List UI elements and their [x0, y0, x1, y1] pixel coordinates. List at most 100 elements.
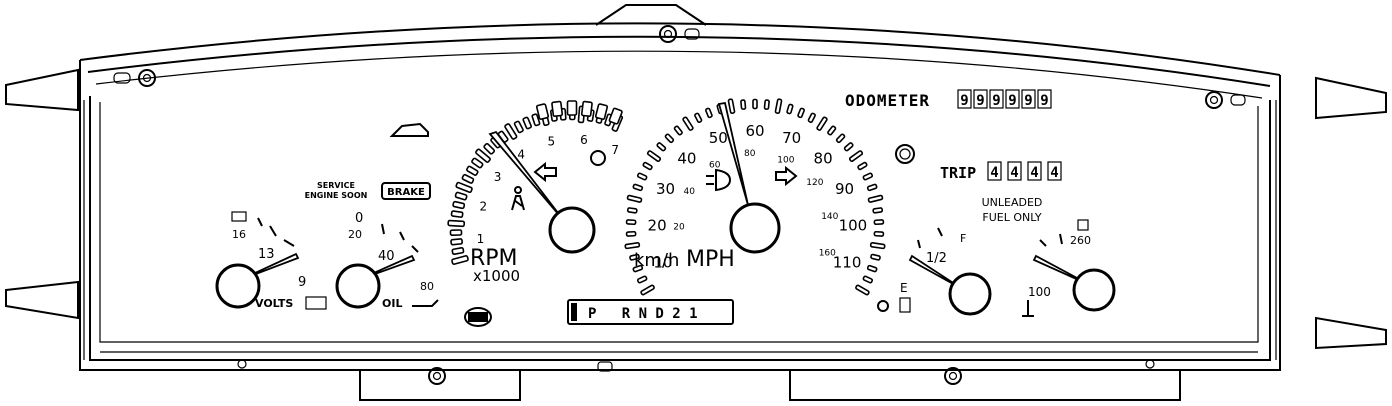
voltmeter: 9 16 13 VOLTS — [215, 211, 327, 310]
speedometer-mph-number: 50 — [709, 129, 728, 147]
speedometer-tick — [673, 125, 683, 136]
high-beam-icon — [706, 168, 732, 192]
mounting-screws — [113, 25, 1246, 385]
speedometer-mph-number: 30 — [656, 180, 675, 198]
tachometer-number: 1 — [477, 232, 485, 246]
tachometer-tick — [454, 191, 468, 201]
odometer-digit-box — [1037, 89, 1052, 109]
volts-label: VOLTS — [255, 297, 293, 310]
kmh-label: km/h — [634, 250, 679, 271]
speedometer-mph-number: 60 — [745, 122, 764, 140]
odometer-digit-box — [1005, 89, 1020, 109]
abs-lamp-icon — [464, 307, 492, 327]
odometer-digit-box — [1021, 89, 1036, 109]
tachometer-tick — [471, 157, 484, 169]
temp-high-number: 260 — [1070, 234, 1091, 247]
tachometer-number: 7 — [611, 143, 619, 157]
fuel-hub — [948, 272, 992, 316]
speedometer-kmh-number: 160 — [819, 249, 836, 259]
speedometer-tick — [786, 103, 794, 115]
speedometer-mph-number: 20 — [648, 217, 667, 235]
speedometer-tick — [807, 112, 816, 123]
speedometer-tick — [740, 99, 747, 110]
odometer-digit: 9 — [992, 93, 1000, 109]
tachometer-tick — [483, 142, 496, 155]
speedometer-tick — [752, 98, 758, 110]
speedometer-tick — [626, 207, 638, 214]
speedometer-tick — [862, 275, 874, 284]
rpm-multiplier: x1000 — [473, 267, 520, 285]
speedometer-tick — [624, 242, 641, 250]
tachometer-tick — [466, 165, 479, 177]
tachometer-redline-block — [594, 103, 609, 120]
speedometer-tick — [816, 116, 828, 131]
brake-text: BRAKE — [387, 187, 425, 198]
speedometer-tick — [862, 172, 874, 181]
speedometer-tick — [870, 253, 881, 261]
speedometer-mph-number: 90 — [835, 180, 854, 198]
speedometer-tick — [632, 264, 644, 273]
speedometer-tick — [867, 194, 884, 203]
temp-low-number: 100 — [1028, 285, 1051, 299]
voltmeter-hub — [215, 263, 261, 309]
mph-label: MPH — [686, 247, 735, 272]
speedometer-tick — [646, 150, 662, 163]
odometer-digit-box — [989, 89, 1004, 109]
tachometer-tick — [455, 181, 473, 194]
speedometer-mph-number: 40 — [677, 150, 696, 168]
tachometer-redline — [535, 100, 623, 125]
temp-icon-top — [1077, 219, 1089, 231]
tachometer-number: 2 — [479, 199, 487, 213]
battery-icon-top — [231, 211, 247, 222]
temp-hub — [1072, 268, 1116, 312]
speedometer-kmh-number: 100 — [777, 156, 794, 166]
odometer-digit: 9 — [1024, 93, 1032, 109]
fuel-gauge: F 1/2 E — [877, 227, 992, 316]
oil-mid-number: 40 — [378, 249, 395, 264]
trip-digit-box — [1047, 161, 1062, 181]
tachometer-redline-block — [608, 107, 623, 125]
fuel-pump-icon — [899, 297, 911, 313]
trip-digit-box — [1007, 161, 1022, 181]
speedometer-mph-number: 110 — [833, 254, 862, 272]
speedometer-tick — [727, 98, 736, 114]
speedometer-tick — [873, 230, 885, 237]
tachometer-tick — [461, 173, 475, 184]
speedometer-tick — [636, 172, 648, 181]
trip-reset-button[interactable] — [895, 144, 915, 164]
tachometer-number: 5 — [547, 134, 555, 148]
speedometer-tick — [873, 219, 885, 226]
tachometer-tick — [449, 229, 463, 236]
rpm-label: RPM — [470, 246, 518, 271]
speedometer-kmh-number: 120 — [806, 178, 823, 188]
speedometer-hub — [729, 202, 781, 254]
speedometer-mph-number: 80 — [814, 150, 833, 168]
speedometer-tick — [682, 116, 694, 131]
tachometer-redline-block — [566, 100, 578, 116]
speedometer-tick — [855, 284, 870, 296]
speedometer-tick — [626, 194, 643, 203]
odometer-digit: 9 — [1040, 93, 1048, 109]
gear-indicator: P R N D 2 1 — [567, 299, 734, 325]
oil-label: OIL — [382, 297, 402, 310]
speedometer-mph-number: 100 — [839, 217, 868, 235]
tachometer-tick — [475, 148, 491, 163]
odometer-digit: 9 — [1008, 93, 1016, 109]
speedometer-tick — [656, 142, 667, 152]
tachometer-redline-block — [551, 100, 564, 118]
tachometer-tick — [452, 200, 466, 210]
tachometer-needle — [488, 130, 566, 223]
volts-mid-number: 13 — [258, 247, 275, 262]
trip-digit-box — [1027, 161, 1042, 181]
trip-digit: 4 — [1010, 165, 1018, 181]
tachometer-redline-block — [580, 100, 593, 118]
fuel-half-label: 1/2 — [926, 251, 947, 266]
speedometer-tick — [694, 112, 703, 123]
trip-digit: 4 — [990, 165, 998, 181]
tachometer-tick — [504, 123, 518, 140]
service-engine-lamp: SERVICE ENGINE SOON — [305, 181, 368, 200]
engine-soon-text: ENGINE SOON — [305, 191, 368, 200]
tachometer-number: 6 — [580, 133, 588, 147]
svg-text:20: 20 — [348, 228, 362, 241]
